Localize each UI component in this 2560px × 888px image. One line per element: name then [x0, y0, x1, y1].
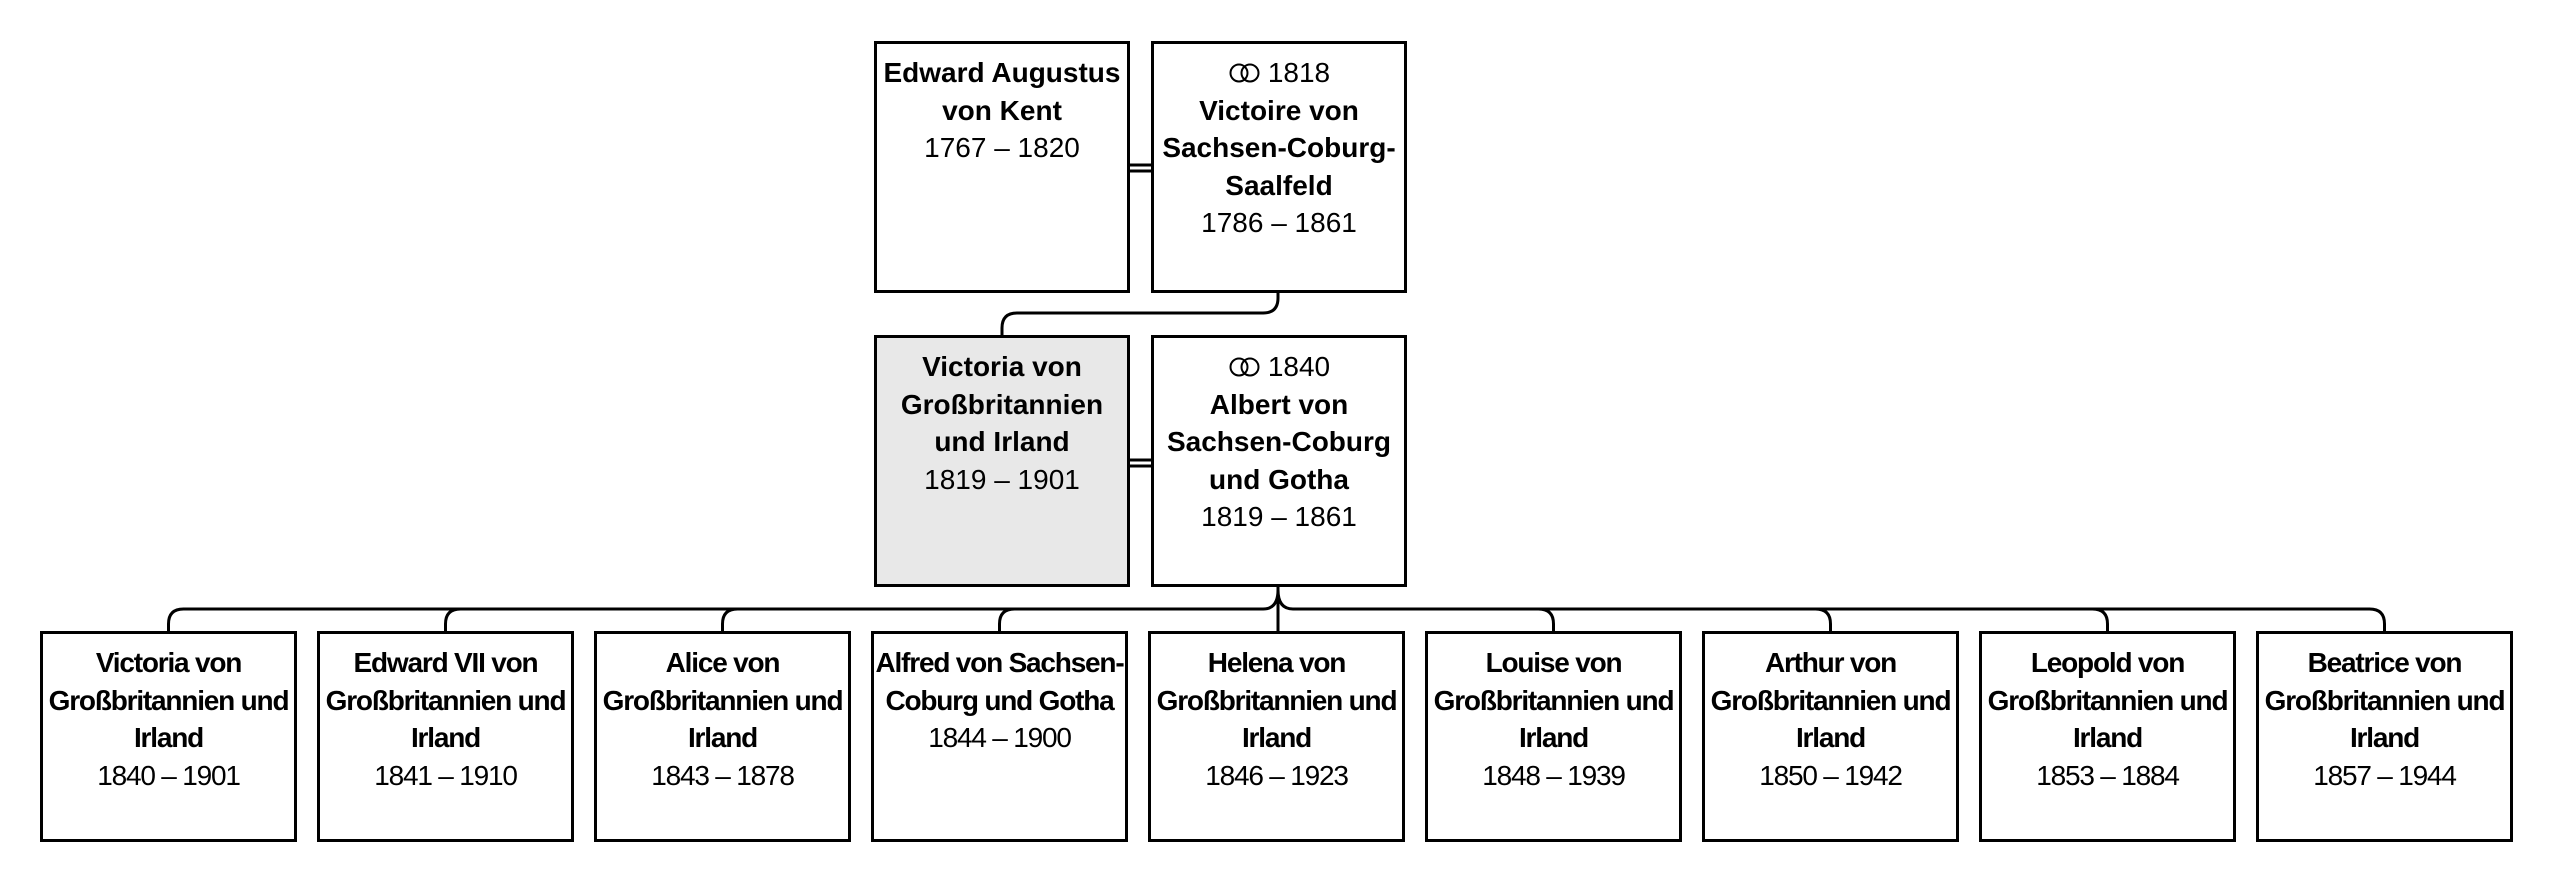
person-name: Albert von Sachsen-Coburg und Gotha [1166, 388, 1392, 495]
person-name: Helena von Großbritannien und Irland [1156, 647, 1398, 753]
wedding-rings-icon [1229, 357, 1260, 377]
descent-line [1293, 607, 1832, 631]
person-dates: 1853 – 1884 [2036, 759, 2180, 791]
descent-fork [1262, 589, 1294, 611]
descent-line [1000, 293, 1280, 335]
descent-line [444, 607, 1263, 631]
person-name: Victoria von Großbritannien und Irland [900, 351, 1104, 457]
marriage-year: 1818 [1267, 57, 1331, 88]
person-name: Louise von Großbritannien und Irland [1433, 647, 1675, 753]
person-card-child[interactable]: Beatrice von Großbritannien und Irland 18… [2256, 631, 2513, 842]
descent-line [1293, 607, 2386, 631]
marriage-info: 1818 [1154, 54, 1404, 92]
person-card-child[interactable]: Louise von Großbritannien und Irland 1848… [1425, 631, 1682, 842]
person-name: Leopold von Großbritannien und Irland [1987, 647, 2229, 753]
wedding-rings-icon [1229, 63, 1260, 83]
person-name: Beatrice von Großbritannien und Irland [2264, 647, 2506, 753]
person-dates: 1819 – 1861 [1201, 501, 1357, 532]
person-dates: 1819 – 1901 [924, 463, 1080, 495]
person-dates: 1844 – 1900 [928, 722, 1072, 753]
descent-line [721, 607, 1263, 631]
descent-line [998, 607, 1263, 631]
person-card-child[interactable]: Victoria von Großbritannien und Irland 18… [40, 631, 297, 842]
person-card-focus[interactable]: Victoria von Großbritannien und Irland 1… [874, 335, 1130, 587]
person-card-child[interactable]: Edward VII von Großbritannien und Irland… [317, 631, 574, 842]
marriage-info: 1840 [1154, 348, 1404, 386]
person-name: Alfred von Sachsen-Coburg und Gotha [875, 647, 1125, 716]
person-card-child[interactable]: Helena von Großbritannien und Irland 1846… [1148, 631, 1405, 842]
person-dates: 1846 – 1923 [1205, 759, 1349, 791]
person-card-spouse[interactable]: 1840 Albert von Sachsen-Coburg und Gotha… [1151, 335, 1407, 587]
person-card-child[interactable]: Arthur von Großbritannien und Irland 1850… [1702, 631, 1959, 842]
person-name: Victoire von Sachsen-Coburg-Saalfeld [1162, 94, 1396, 201]
person-dates: 1767 – 1820 [924, 132, 1080, 163]
descent-line [1293, 607, 2109, 631]
person-card-mother[interactable]: 1818 Victoire von Sachsen-Coburg-Saalfel… [1151, 41, 1407, 293]
person-name: Alice von Großbritannien und Irland [602, 647, 844, 753]
person-card-child[interactable]: Alice von Großbritannien und Irland 1843 … [594, 631, 851, 842]
person-card-child[interactable]: Alfred von Sachsen-Coburg und Gotha 1844 … [871, 631, 1128, 842]
person-dates: 1857 – 1944 [2313, 759, 2457, 791]
person-card-child[interactable]: Leopold von Großbritannien und Irland 185… [1979, 631, 2236, 842]
person-name: Victoria von Großbritannien und Irland [48, 647, 290, 753]
person-name: Edward VII von Großbritannien und Irland [325, 647, 567, 753]
person-dates: 1848 – 1939 [1482, 759, 1626, 791]
descent-line [167, 607, 1263, 631]
person-dates: 1850 – 1942 [1759, 759, 1903, 791]
person-name: Edward Augustus von Kent [883, 57, 1121, 126]
person-dates: 1840 – 1901 [97, 759, 241, 791]
person-card-father[interactable]: Edward Augustus von Kent 1767 – 1820 [874, 41, 1130, 293]
person-name: Arthur von Großbritannien und Irland [1710, 647, 1952, 753]
person-dates: 1786 – 1861 [1201, 207, 1357, 238]
person-dates: 1841 – 1910 [374, 759, 518, 791]
person-dates: 1843 – 1878 [651, 759, 795, 791]
marriage-year: 1840 [1267, 351, 1331, 382]
descent-line [1293, 607, 1555, 631]
